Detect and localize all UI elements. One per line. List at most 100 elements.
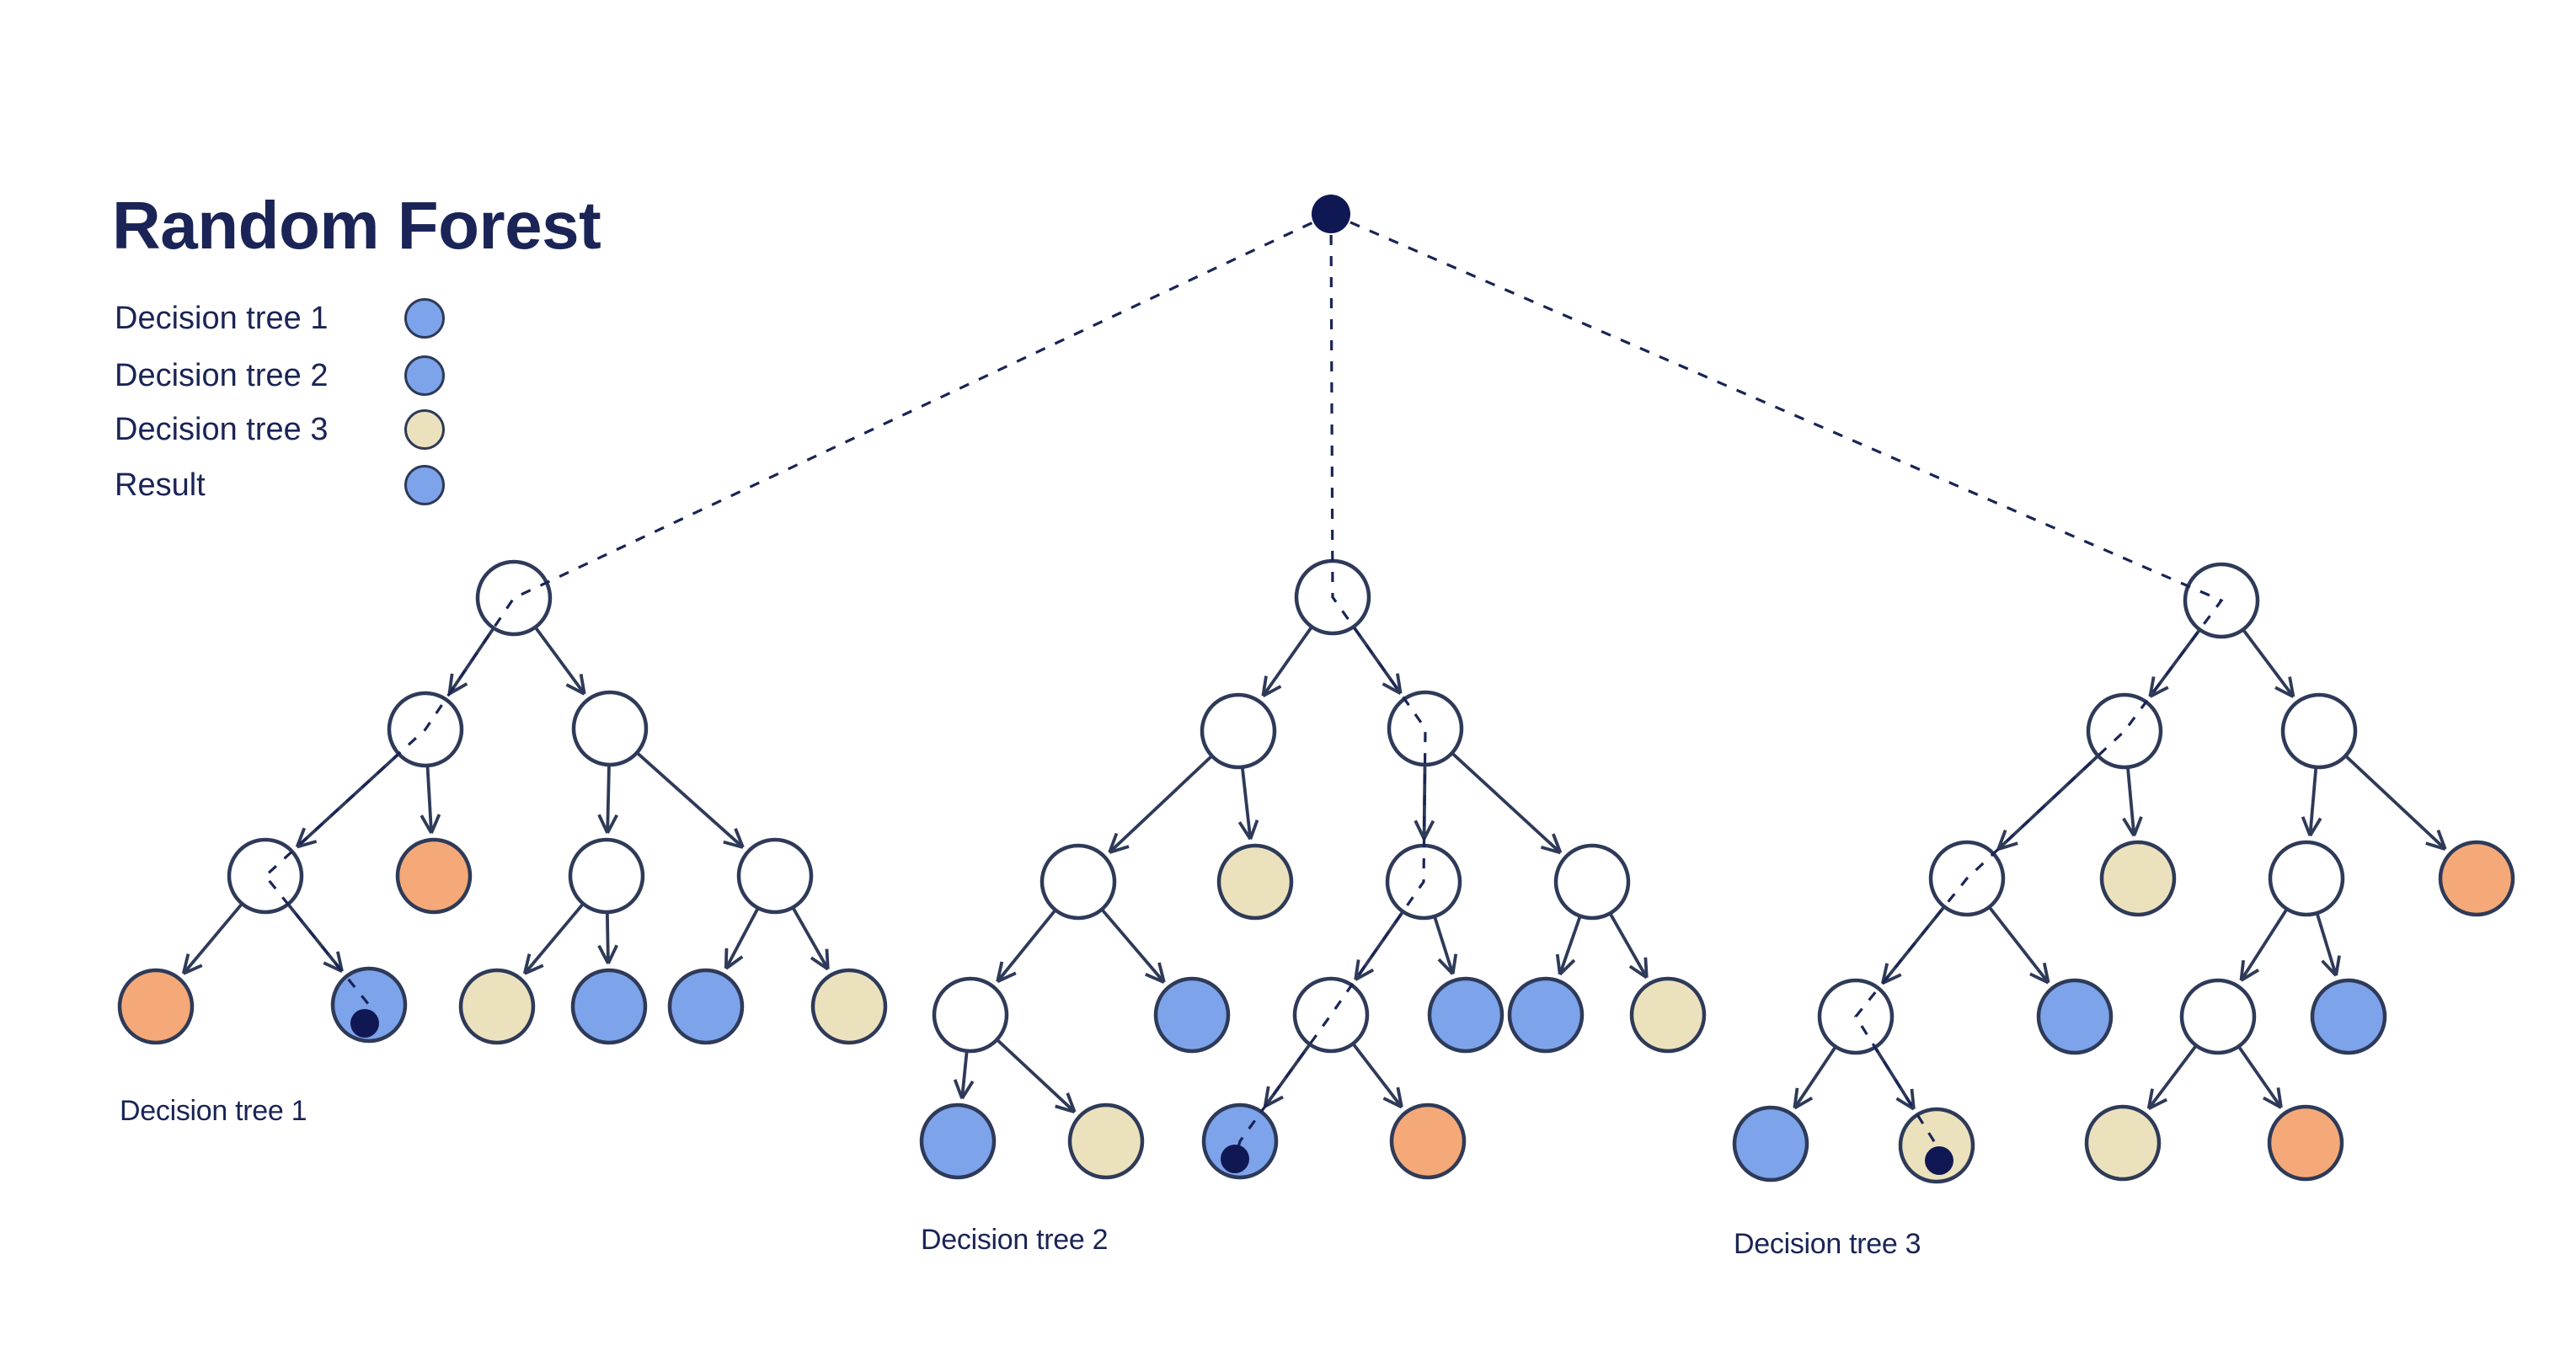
arrowhead	[1396, 1086, 1403, 1108]
legend-swatch-tan-circle	[404, 409, 445, 450]
arrowhead	[996, 961, 1004, 982]
arrowhead	[1793, 1097, 1814, 1110]
arrowhead	[1055, 1104, 1076, 1114]
tree-2-leaf-n4	[1216, 843, 1294, 921]
arrowhead	[2425, 841, 2446, 851]
tree-3-leaf-n10	[2310, 978, 2387, 1055]
arrowhead	[1628, 964, 1648, 980]
legend-item-label: Decision tree 2	[115, 358, 329, 393]
tree-3-leaf-n4	[2099, 840, 2177, 917]
arrowhead	[1881, 963, 1889, 984]
tree-3-leaf-n12	[1898, 1107, 1975, 1184]
arrowhead	[1552, 833, 1563, 854]
tree-3-leaf-n11	[1732, 1105, 1809, 1182]
legend-item-label: Decision tree 3	[115, 412, 329, 447]
arrowhead	[1237, 821, 1252, 841]
arrowhead	[2042, 962, 2050, 984]
tree-2-node-n2	[1387, 690, 1464, 767]
legend-item-label: Result	[115, 467, 206, 503]
legend-swatch-blue-circle	[404, 298, 445, 339]
arrowhead	[734, 828, 745, 848]
tree-2-leaf-n8	[1153, 976, 1231, 1054]
tree-edge	[1433, 916, 1455, 974]
arrowhead	[1262, 685, 1282, 697]
tree-1-leaf-n12	[810, 968, 888, 1045]
forest-root-node	[1312, 195, 1350, 233]
arrowhead	[295, 827, 307, 848]
tree-edge	[724, 908, 760, 969]
arrowhead	[183, 964, 203, 975]
arrowhead	[1355, 968, 1375, 981]
arrowhead	[336, 951, 344, 972]
arrowhead	[1248, 819, 1259, 840]
legend-swatch-blue-circle	[404, 355, 445, 396]
arrowhead	[430, 814, 441, 834]
arrowhead	[1382, 1097, 1403, 1109]
arrowhead	[2288, 676, 2295, 697]
arrowhead	[2239, 959, 2246, 981]
arrowhead	[2301, 816, 2312, 836]
tree-edge	[534, 627, 586, 696]
legend-item-1: Decision tree 2	[115, 355, 468, 396]
arrowhead	[724, 948, 729, 969]
arrowhead	[997, 971, 1017, 984]
tree-edge	[792, 907, 830, 970]
tree-2-leaf-n10	[1427, 976, 1504, 1054]
arrowhead	[2263, 1096, 2282, 1109]
tree-edge	[1240, 767, 1253, 840]
arrowhead	[1558, 958, 1576, 976]
tree-1-node-n3	[227, 837, 304, 915]
arrowhead	[1555, 953, 1562, 975]
tree-1-caption: Decision tree 1	[120, 1095, 307, 1127]
arrowhead	[953, 1079, 964, 1099]
legend-swatch-blue-circle	[404, 465, 445, 505]
tree-2-node-n3	[1039, 843, 1117, 921]
tree-2-leaf-n16	[1389, 1102, 1467, 1180]
arrowhead	[597, 814, 609, 834]
tree-edge	[996, 1038, 1076, 1113]
tree-1-leaf-n4	[395, 837, 473, 915]
arrowhead	[2321, 959, 2338, 977]
tree-edge	[2147, 1045, 2198, 1110]
tree-edge	[636, 751, 745, 849]
tree-edge	[2308, 767, 2318, 836]
tree-edge	[2316, 913, 2338, 976]
tree-2-caption: Decision tree 2	[921, 1224, 1109, 1256]
arrowhead	[1108, 832, 1119, 853]
arrowhead	[2146, 1088, 2154, 1109]
tree-edge	[2344, 755, 2447, 851]
tree-edge	[606, 765, 611, 834]
arrowhead	[524, 964, 544, 975]
arrowhead	[1895, 1097, 1915, 1111]
arrowhead	[960, 1080, 975, 1100]
tree-2-node-n1	[1200, 692, 1277, 770]
tree-1-node-n0	[475, 559, 553, 637]
arrowhead	[1910, 1088, 1916, 1109]
tree-edge	[182, 903, 243, 975]
tree-1-node-n2	[571, 690, 649, 767]
arrowhead	[2122, 817, 2135, 837]
arrowhead	[2334, 955, 2341, 976]
tree-1-leaf-n11	[667, 968, 745, 1045]
legend-item-2: Decision tree 3	[115, 409, 468, 450]
arrowhead	[1414, 819, 1426, 840]
tree-1-leaf-n10	[570, 968, 648, 1045]
tree-3-decision-path	[1330, 212, 2224, 1161]
tree-edge	[2237, 1046, 2283, 1109]
arrowhead	[1643, 957, 1649, 978]
arrowhead	[1261, 675, 1268, 697]
tree-1-result-dot	[350, 1009, 379, 1038]
tree-edge	[605, 912, 610, 964]
tree-edge	[1101, 909, 1166, 984]
arrowhead	[1882, 973, 1902, 985]
arrowhead	[1437, 958, 1454, 975]
tree-edge	[1793, 1046, 1837, 1109]
tree-edge	[1558, 916, 1582, 975]
tree-edge	[2126, 767, 2136, 836]
tree-3-leaf-n6	[2438, 840, 2515, 917]
arrowhead	[1382, 682, 1402, 695]
arrowhead	[607, 944, 618, 964]
tree-edge	[1609, 913, 1649, 979]
